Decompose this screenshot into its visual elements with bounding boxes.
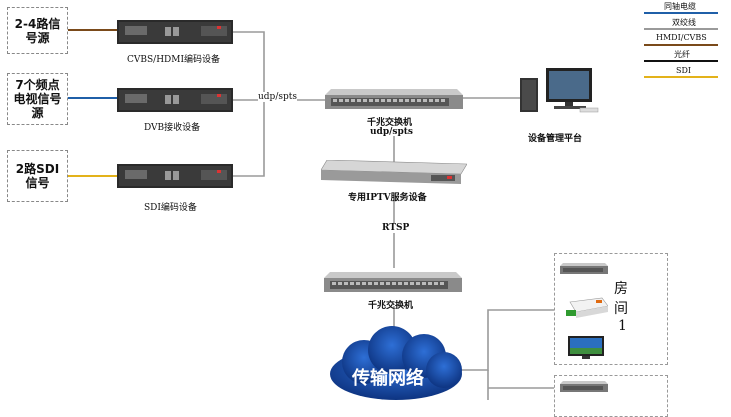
room-1-settop-box — [566, 297, 608, 318]
iptv-server-label: 专用IPTV服务设备 — [348, 193, 427, 203]
room-1-switch — [560, 263, 608, 274]
bottom-switch-label: 千兆交换机 — [368, 301, 414, 311]
encoder-sdi-label: SDI编码设备 — [144, 203, 197, 213]
legend-swatches — [644, 12, 718, 78]
legend-label-fiber: 光纤 — [674, 50, 690, 59]
source-label-tv-7-channels: 7个频点电视信号源 — [13, 78, 62, 120]
encoder-sdi-device — [117, 164, 233, 188]
source-box-signal-2-4: 2-4路信号源 — [7, 7, 68, 54]
legend-label-twisted-pair: 双绞线 — [672, 18, 696, 27]
bottom-switch-device — [324, 272, 462, 292]
top-switch-label: 千兆交换机 — [367, 118, 413, 128]
room-1-tv — [568, 336, 604, 359]
network-cloud-icon — [330, 326, 462, 400]
source-box-sdi-2: 2路SDI信号 — [7, 150, 68, 202]
management-label: 设备管理平台 — [528, 134, 583, 144]
top-switch-device — [325, 89, 463, 109]
dvb-receiver-label: DVB接收设备 — [144, 123, 201, 133]
rtsp-label: RTSP — [382, 223, 410, 233]
encoder-cvbs-label: CVBS/HDMI编码设备 — [127, 55, 221, 65]
source-box-tv-7-channels: 7个频点电视信号源 — [7, 73, 68, 125]
link-label-udp-spts: udp/spts — [258, 92, 297, 102]
source-label-signal-2-4: 2-4路信号源 — [14, 16, 61, 45]
legend-label-sdi: SDI — [676, 66, 692, 75]
encoder-cvbs-device — [117, 20, 233, 44]
management-pc-icon — [520, 68, 599, 113]
network-label: 传输网络 — [352, 368, 424, 389]
legend-label-coax: 同轴电缆 — [664, 2, 696, 11]
room-1-char-2: 间 — [614, 301, 628, 317]
top-switch-sublabel: udp/spts — [370, 127, 414, 137]
dvb-receiver-device — [117, 88, 233, 112]
room-1-char-3: 1 — [618, 318, 627, 334]
iptv-server-device — [321, 160, 467, 184]
source-label-sdi-2: 2路SDI信号 — [15, 162, 60, 190]
legend: 同轴电缆 双绞线 HMDI/CVBS 光纤 SDI — [638, 0, 731, 82]
legend-label-hdmi-cvbs: HMDI/CVBS — [656, 33, 707, 42]
room-2-switch — [560, 381, 608, 392]
room-1-char-1: 房 — [614, 281, 628, 297]
